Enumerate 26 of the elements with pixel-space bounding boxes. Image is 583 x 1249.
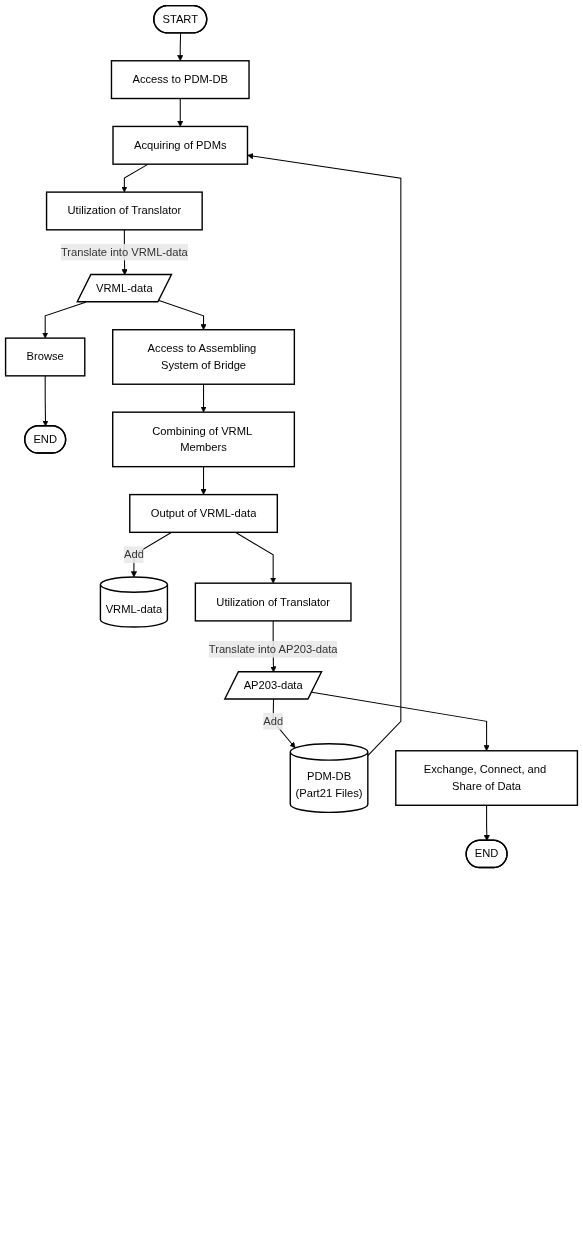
arrow <box>272 698 296 749</box>
node-box: Output of VRML-data <box>129 493 278 534</box>
node-box: Access to PDM-DB <box>110 60 250 100</box>
edge-label: Add <box>263 715 284 727</box>
node-box: Exchange, Connect, and Share of Data <box>395 750 579 806</box>
arrow <box>42 375 49 427</box>
arrow <box>200 383 207 413</box>
arrow <box>311 691 490 752</box>
node-box: Access to Assembling System of Bridge <box>112 329 296 385</box>
node-box: Browse <box>4 337 86 377</box>
node-box: Utilization of Translator <box>45 191 203 231</box>
arrow <box>177 97 184 127</box>
edge-label: Add <box>123 548 144 561</box>
arrow <box>247 153 402 757</box>
arrow <box>121 163 149 193</box>
arrow <box>177 32 184 62</box>
edge-label: Translate into VRML-data <box>60 245 188 258</box>
arrow <box>234 531 277 584</box>
arrow <box>483 804 490 841</box>
arrow <box>200 466 207 495</box>
node-box: Utilization of Translator <box>194 582 352 622</box>
node-box: Acquiring of PDMs <box>112 125 249 165</box>
edge-label: Translate into AP203-data <box>208 643 338 655</box>
arrow <box>158 299 207 330</box>
node-box: Combining of VRML Members <box>112 411 296 468</box>
arrow <box>130 531 173 578</box>
